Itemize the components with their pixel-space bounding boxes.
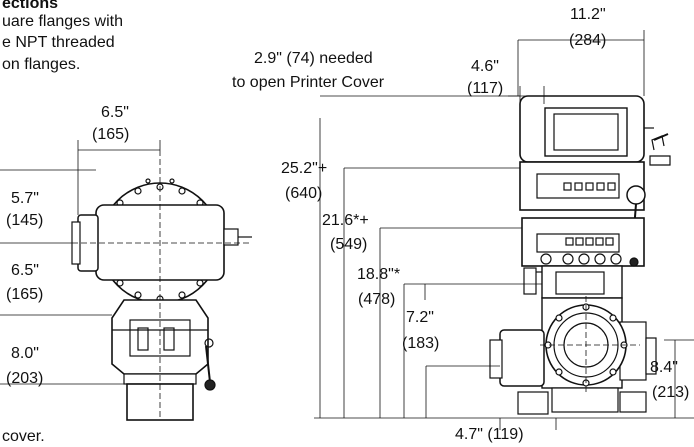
height-8-mm-label: (213): [652, 384, 690, 401]
height-18-mm-label: (478): [358, 291, 396, 308]
intro-line-3: on flanges.: [2, 56, 81, 73]
width-mm-label: (284): [569, 32, 607, 49]
left-dim-b-label: 6.5": [11, 262, 39, 279]
depth-label: 4.6": [471, 58, 499, 75]
bottom-width-label: 4.7" (119): [455, 426, 524, 443]
left-dim-c-label: 8.0": [11, 345, 39, 362]
clearance-label: 2.9" (74) needed: [254, 50, 373, 67]
clearance-label-2: to open Printer Cover: [232, 74, 385, 91]
right-dimension-lines: [314, 30, 694, 430]
width-label: 11.2": [570, 6, 606, 23]
depth-mm-label: (117): [467, 80, 504, 97]
left-dim-a-label: 5.7": [11, 190, 39, 207]
height-21-label: 21.6*+: [322, 212, 369, 229]
footnote: cover.: [2, 428, 45, 445]
left-dimension-lines: [0, 140, 252, 420]
intro-line-1: uare flanges with: [2, 13, 123, 30]
left-dim-c-mm-label: (203): [6, 370, 44, 387]
section-heading: ections: [2, 0, 59, 12]
left-dim-a-mm-label: (145): [6, 212, 44, 229]
height-18-label: 18.8"*: [357, 266, 401, 283]
height-25-label: 25.2"+: [281, 160, 328, 177]
height-8-label: 8.4": [650, 359, 678, 376]
right-meter-drawing: [489, 95, 671, 415]
left-dim-b-mm-label: (165): [6, 286, 44, 303]
height-7-mm-label: (183): [402, 335, 440, 352]
left-width-mm-label: (165): [92, 126, 130, 143]
intro-line-2: e NPT threaded: [2, 34, 115, 51]
left-width-label: 6.5": [101, 104, 129, 121]
height-7-label: 7.2": [406, 309, 434, 326]
height-21-mm-label: (549): [330, 236, 368, 253]
height-25-mm-label: (640): [285, 185, 323, 202]
